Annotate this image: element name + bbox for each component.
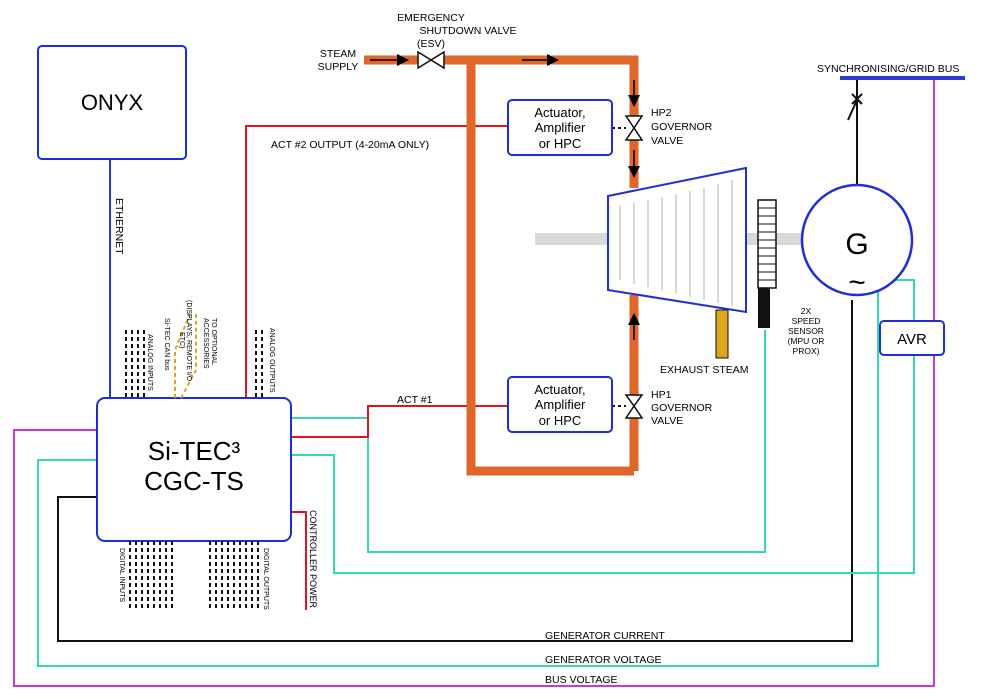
generator-current-wire bbox=[57, 300, 853, 642]
avr-label: AVR bbox=[897, 331, 927, 348]
analog-inputs-bundle bbox=[125, 330, 145, 398]
breaker-switch-icon bbox=[847, 93, 863, 121]
actuator-hp1-line1: Actuator, bbox=[534, 382, 585, 397]
can-bus-label: Si-TEC CAN bus bbox=[163, 318, 170, 371]
actuator-hp1-line2: Amplifier bbox=[535, 397, 586, 412]
bus-voltage-label: BUS VOLTAGE bbox=[545, 674, 618, 686]
accessories-label-3: (DISPLAYS, REMOTE I/O bbox=[185, 300, 192, 382]
onyx-block bbox=[37, 45, 187, 160]
esv-valve-icon bbox=[417, 50, 445, 70]
controller-block bbox=[96, 397, 292, 542]
generator-current-label: GENERATOR CURRENT bbox=[545, 630, 665, 642]
digital-outputs-bundle bbox=[209, 541, 259, 610]
generator-icon bbox=[800, 183, 914, 297]
controller-power-label: CONTROLLER POWER bbox=[308, 510, 318, 609]
ethernet-label: ETHERNET bbox=[113, 198, 125, 255]
avr-block bbox=[879, 320, 945, 356]
actuator-hp1-line3: or HPC bbox=[539, 413, 582, 428]
analog-outputs-label: ANALOG OUTPUTS bbox=[268, 328, 275, 393]
actuator-hp2-line2: Amplifier bbox=[535, 120, 586, 135]
act2-wire bbox=[245, 125, 510, 398]
turbine-icon bbox=[607, 166, 747, 314]
actuator-hp2-block bbox=[507, 99, 613, 156]
actuator-hp2-line1: Actuator, bbox=[534, 105, 585, 120]
hp2-label-2: GOVERNOR bbox=[651, 121, 713, 133]
actuator-hp2-line3: or HPC bbox=[539, 136, 582, 151]
speed-sensor-label-5: PROX) bbox=[793, 346, 820, 356]
hp1-label-2: GOVERNOR bbox=[651, 402, 713, 414]
hp2-valve-icon bbox=[624, 115, 644, 141]
exhaust-steam-label: EXHAUST STEAM bbox=[660, 364, 749, 376]
controller-label-line1: Si-TEC³ bbox=[148, 436, 241, 466]
speed-sensor-icon bbox=[757, 199, 777, 328]
speed-sensor-label-3: SENSOR bbox=[788, 326, 824, 336]
accessories-label-2: ACCESSORIES bbox=[202, 318, 209, 369]
exhaust-pipe bbox=[715, 309, 729, 359]
speed-sensor-label-1: 2X bbox=[801, 306, 812, 316]
speed-sensor-wire bbox=[290, 330, 766, 553]
steam-supply-label-2: SUPPLY bbox=[318, 61, 359, 73]
steam-supply-label-1: STEAM bbox=[320, 48, 356, 60]
actuator-links bbox=[612, 127, 626, 407]
act2-output-label: ACT #2 OUTPUT (4-20mA ONLY) bbox=[271, 139, 429, 151]
can-bus-bundle bbox=[174, 313, 197, 399]
esv-label-1: EMERGENCY bbox=[397, 12, 465, 24]
onyx-label: ONYX bbox=[81, 90, 144, 115]
bus-voltage-wire bbox=[13, 78, 935, 687]
esv-label-2: SHUTDOWN VALVE bbox=[419, 25, 516, 37]
act1-label: ACT #1 bbox=[397, 394, 433, 406]
analog-outputs-bundle bbox=[255, 330, 263, 398]
digital-inputs-bundle bbox=[129, 541, 173, 610]
analog-inputs-label: ANALOG INPUTS bbox=[146, 334, 153, 391]
act1-wire bbox=[290, 405, 510, 438]
digital-outputs-label: DIGITAL OUTPUTS bbox=[262, 548, 269, 610]
hp2-label-1: HP2 bbox=[651, 107, 672, 119]
speed-sensor-label-4: (MPU OR bbox=[788, 336, 825, 346]
controller-power-wire bbox=[290, 511, 307, 610]
generator-voltage-wire bbox=[37, 292, 879, 667]
sync-bus-label: SYNCHRONISING/GRID BUS bbox=[817, 63, 959, 75]
esv-label-3: (ESV) bbox=[417, 38, 445, 50]
accessories-label-4: ETC) bbox=[178, 332, 185, 348]
digital-inputs-label: DIGITAL INPUTS bbox=[118, 548, 125, 602]
avr-cyan-wire bbox=[290, 279, 915, 574]
hp1-label-3: VALVE bbox=[651, 415, 683, 427]
hp2-label-3: VALVE bbox=[651, 135, 683, 147]
generator-voltage-label: GENERATOR VOLTAGE bbox=[545, 654, 662, 666]
accessories-label-1: TO OPTIONAL bbox=[210, 318, 217, 365]
generator-label: G bbox=[845, 228, 868, 261]
actuator-hp1-block bbox=[507, 376, 613, 433]
generator-ac-symbol: ~ bbox=[848, 266, 866, 299]
speed-sensor-label-2: SPEED bbox=[792, 316, 821, 326]
controller-label-line2: CGC-TS bbox=[144, 466, 244, 496]
hp1-label-1: HP1 bbox=[651, 389, 672, 401]
hp1-valve-icon bbox=[624, 394, 644, 419]
